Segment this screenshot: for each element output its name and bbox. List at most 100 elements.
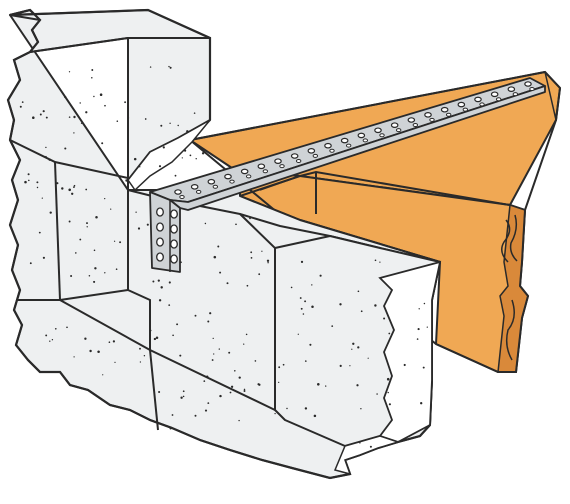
concrete-speckle bbox=[325, 385, 327, 387]
concrete-speckle bbox=[152, 280, 155, 283]
concrete-speckle bbox=[379, 261, 381, 263]
strap-hole bbox=[512, 92, 519, 97]
concrete-speckle bbox=[226, 282, 229, 285]
strap-hole bbox=[457, 101, 466, 108]
concrete-speckle bbox=[203, 380, 206, 382]
strap-hole bbox=[474, 96, 482, 103]
strap-hole bbox=[479, 102, 485, 107]
strap-leg-hole bbox=[170, 224, 178, 234]
concrete-speckle bbox=[423, 302, 426, 305]
concrete-speckle bbox=[282, 363, 285, 366]
concrete-speckle bbox=[278, 366, 281, 369]
concrete-speckle bbox=[238, 419, 240, 422]
concrete-speckle bbox=[73, 132, 75, 134]
concrete-speckle bbox=[143, 355, 146, 357]
concrete-speckle bbox=[93, 280, 96, 283]
strap-hole bbox=[390, 122, 399, 128]
concrete-speckle bbox=[168, 65, 170, 68]
concrete-speckle bbox=[369, 445, 372, 448]
concrete-speckle bbox=[274, 412, 276, 415]
concrete-speckle bbox=[45, 155, 47, 158]
strap-hole bbox=[274, 158, 282, 164]
strap-hole bbox=[279, 164, 285, 169]
concrete-speckle bbox=[250, 251, 253, 254]
right-block-broken-side bbox=[378, 260, 442, 443]
concrete-speckle bbox=[356, 384, 359, 387]
strap-leg-hole bbox=[170, 254, 178, 264]
joist-top-edge bbox=[544, 71, 557, 121]
concrete-speckle bbox=[420, 402, 423, 405]
concrete-speckle bbox=[21, 101, 24, 103]
concrete-speckle bbox=[243, 390, 246, 392]
concrete-speckle bbox=[245, 333, 248, 336]
strap-hole bbox=[195, 189, 202, 194]
strap-hole bbox=[462, 107, 469, 112]
concrete-speckle bbox=[204, 222, 207, 225]
concrete-speckle bbox=[219, 394, 222, 398]
concrete-speckle bbox=[331, 325, 334, 327]
concrete-speckle bbox=[182, 395, 185, 398]
broken-edge-top bbox=[127, 119, 211, 192]
concrete-speckle bbox=[160, 124, 163, 127]
concrete-speckle bbox=[374, 259, 377, 262]
strap-leg-hole bbox=[156, 207, 164, 217]
concrete-speckle bbox=[73, 115, 76, 119]
strap-hole bbox=[174, 189, 182, 195]
concrete-speckle bbox=[75, 252, 77, 254]
concrete-speckle bbox=[357, 346, 360, 349]
concrete-speckle bbox=[278, 381, 280, 384]
concrete-speckle bbox=[94, 267, 97, 270]
concrete-speckle bbox=[45, 146, 47, 149]
joist-outline bbox=[187, 70, 562, 373]
concrete-speckle bbox=[85, 188, 88, 191]
concrete-speckle bbox=[297, 333, 299, 335]
concrete-speckle bbox=[299, 297, 302, 299]
concrete-speckle bbox=[149, 329, 152, 332]
concrete-speckle bbox=[174, 174, 177, 177]
strap-hole bbox=[407, 117, 416, 123]
concrete-speckle bbox=[158, 390, 161, 394]
strap-hole bbox=[429, 117, 435, 122]
strap-hole bbox=[207, 178, 216, 185]
concrete-speckle bbox=[104, 272, 106, 274]
concrete-speckle bbox=[79, 102, 81, 104]
concrete-speckle bbox=[266, 259, 270, 262]
strap-holes bbox=[174, 81, 535, 199]
concrete-speckle bbox=[139, 166, 141, 168]
strap-hole bbox=[357, 132, 366, 139]
concrete-speckle bbox=[181, 157, 183, 159]
strap-leg-hole bbox=[156, 237, 164, 247]
concrete-speckle bbox=[250, 257, 253, 259]
concrete-speckle bbox=[32, 116, 35, 119]
concrete-speckle bbox=[116, 120, 119, 122]
concrete-speckle bbox=[180, 396, 183, 399]
concrete-speckle bbox=[93, 249, 96, 252]
concrete-speckle bbox=[157, 279, 160, 282]
strap-hole bbox=[295, 159, 302, 163]
concrete-speckle bbox=[172, 334, 174, 337]
concrete-speckle bbox=[119, 241, 122, 244]
strap-hole bbox=[290, 153, 299, 159]
top-block-outline bbox=[9, 8, 212, 120]
concrete-speckle bbox=[89, 349, 92, 353]
concrete-speckle bbox=[29, 262, 32, 265]
concrete-speckle bbox=[217, 245, 220, 248]
concrete-speckle bbox=[234, 370, 236, 372]
wall-outline bbox=[6, 8, 431, 480]
concrete-speckle bbox=[302, 313, 305, 315]
concrete-speckle bbox=[68, 116, 71, 118]
concrete-speckle bbox=[300, 307, 303, 310]
concrete-speckle bbox=[267, 261, 269, 264]
concrete-speckle bbox=[73, 184, 76, 187]
concrete-speckle bbox=[258, 273, 261, 276]
concrete-speckle bbox=[204, 409, 208, 412]
concrete-speckle bbox=[64, 95, 67, 99]
concrete-speckle bbox=[144, 118, 147, 120]
concrete-speckle bbox=[54, 327, 57, 330]
concrete-speckle bbox=[149, 66, 152, 68]
mortar-joint-lower bbox=[59, 289, 129, 301]
concrete-speckle bbox=[24, 180, 27, 184]
concrete-speckle bbox=[171, 414, 174, 416]
strap-hole bbox=[245, 174, 252, 179]
